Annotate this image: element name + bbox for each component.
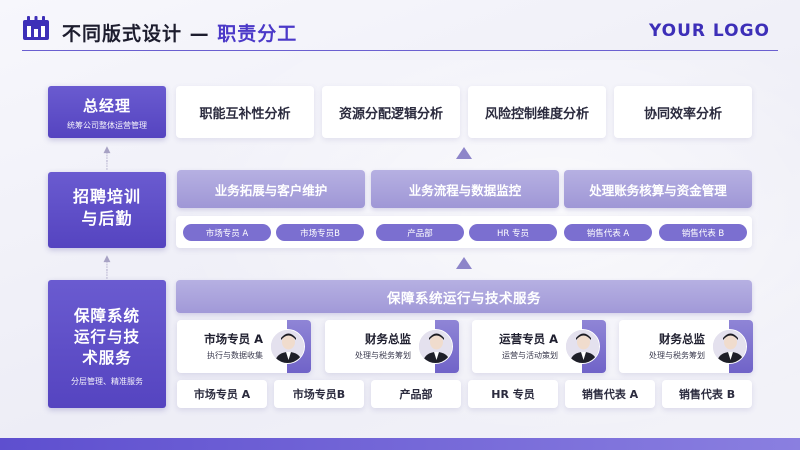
business-card: 业务拓展与客户维护 bbox=[177, 170, 365, 208]
person-desc: 处理与税务筹划 bbox=[649, 351, 705, 360]
business-card: 处理账务核算与资金管理 bbox=[564, 170, 752, 208]
analysis-card: 风险控制维度分析 bbox=[468, 86, 606, 138]
role-card: HR 专员 bbox=[468, 380, 558, 408]
role-card: 市场专员B bbox=[274, 380, 364, 408]
analysis-card: 职能互补性分析 bbox=[176, 86, 314, 138]
role-pill: HR 专员 bbox=[469, 224, 557, 241]
general-manager-card: 总经理 统筹公司整体运营管理 bbox=[48, 86, 166, 138]
triangle-up-icon bbox=[456, 147, 472, 159]
avatar bbox=[270, 329, 305, 364]
avatar bbox=[565, 329, 600, 364]
hr-title-line2: 与后勤 bbox=[81, 209, 133, 228]
up-arrow-icon: ▲┊┊ bbox=[103, 254, 111, 280]
ops-banner: 保障系统运行与技术服务 bbox=[176, 280, 752, 313]
logo: YOUR LOGO bbox=[648, 21, 770, 41]
role-card: 销售代表 A bbox=[565, 380, 655, 408]
title-text: 不同版式设计 bbox=[62, 23, 183, 45]
footer-bar bbox=[0, 438, 800, 450]
person-card: 财务总监 处理与税务筹划 bbox=[325, 320, 459, 373]
calendar-icon bbox=[23, 16, 49, 40]
role-pill: 销售代表 A bbox=[564, 224, 652, 241]
header: 不同版式设计 — 职责分工 YOUR LOGO bbox=[0, 0, 800, 54]
gm-title: 总经理 bbox=[82, 97, 131, 115]
gm-subtitle: 统筹公司整体运营管理 bbox=[67, 121, 147, 130]
triangle-up-icon bbox=[456, 257, 472, 269]
hr-title-line1: 招聘培训 bbox=[72, 187, 141, 206]
person-card: 财务总监 处理与税务筹划 bbox=[619, 320, 753, 373]
role-pill: 市场专员B bbox=[276, 224, 364, 241]
title-accent: 职责分工 bbox=[217, 23, 298, 45]
person-desc: 处理与税务筹划 bbox=[355, 351, 411, 360]
person-name: 市场专员 A bbox=[204, 332, 263, 346]
role-pill: 产品部 bbox=[376, 224, 464, 241]
role-card: 市场专员 A bbox=[177, 380, 267, 408]
role-pill: 市场专员 A bbox=[183, 224, 271, 241]
role-pill: 销售代表 B bbox=[659, 224, 747, 241]
title-dash: — bbox=[182, 23, 218, 45]
ops-title-line2: 运行与技 bbox=[73, 328, 140, 346]
person-desc: 执行与数据收集 bbox=[207, 351, 263, 360]
person-desc: 运营与活动策划 bbox=[502, 351, 558, 360]
person-card: 运营专员 A 运营与活动策划 bbox=[472, 320, 606, 373]
role-pill-row: 市场专员 A 市场专员B 产品部 HR 专员 销售代表 A 销售代表 B bbox=[176, 216, 752, 248]
ops-service-card: 保障系统 运行与技 术服务 分层管理、精准服务 bbox=[48, 280, 166, 408]
role-card: 产品部 bbox=[371, 380, 461, 408]
analysis-card: 资源分配逻辑分析 bbox=[322, 86, 460, 138]
ops-title-line3: 术服务 bbox=[82, 349, 132, 367]
up-arrow-icon: ▲┊┊ bbox=[103, 145, 111, 171]
business-card: 业务流程与数据监控 bbox=[371, 170, 559, 208]
avatar bbox=[712, 329, 747, 364]
person-card: 市场专员 A 执行与数据收集 bbox=[177, 320, 311, 373]
header-divider bbox=[22, 50, 778, 51]
page-title: 不同版式设计 — 职责分工 bbox=[62, 19, 297, 46]
ops-subtitle: 分层管理、精准服务 bbox=[71, 377, 143, 386]
analysis-card: 协同效率分析 bbox=[614, 86, 752, 138]
avatar bbox=[418, 329, 453, 364]
person-name: 财务总监 bbox=[659, 332, 705, 346]
person-name: 运营专员 A bbox=[499, 332, 558, 346]
hr-logistics-card: 招聘培训 与后勤 bbox=[48, 172, 166, 248]
ops-title-line1: 保障系统 bbox=[73, 307, 140, 325]
person-name: 财务总监 bbox=[365, 332, 411, 346]
role-card: 销售代表 B bbox=[662, 380, 752, 408]
